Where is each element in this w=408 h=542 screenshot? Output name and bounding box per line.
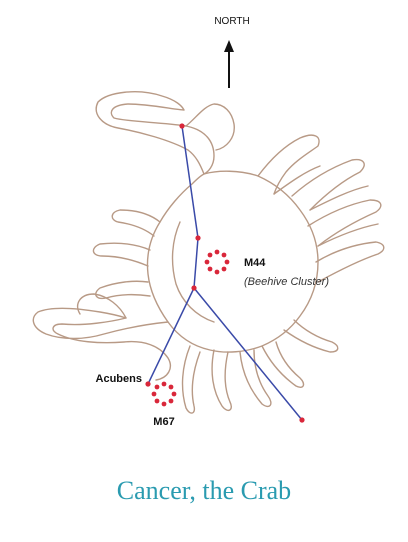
m44-note: (Beehive Cluster) <box>244 276 329 288</box>
crab-outline <box>32 91 385 414</box>
left-leg-3 <box>95 280 151 300</box>
caption-title: Cancer, the Crab <box>116 476 292 505</box>
star-bottom <box>299 417 305 423</box>
top-claw-finger <box>185 103 235 151</box>
north-indicator: NORTH <box>214 16 250 88</box>
left-leg-2 <box>92 242 151 267</box>
right-leg-2 <box>291 158 365 211</box>
bottom-claw <box>32 307 172 381</box>
m67-label: M67 <box>153 416 174 428</box>
right-leg-4 <box>315 241 385 283</box>
line-top-to-upper <box>181 125 199 239</box>
bottom-leg-4 <box>181 345 201 414</box>
bottom-leg-5 <box>283 319 339 353</box>
star-upper <box>195 235 201 241</box>
right-leg-3-inner <box>317 223 379 247</box>
m67-cluster-symbol <box>151 381 177 407</box>
right-leg-1 <box>257 134 320 195</box>
right-leg-2-inner <box>309 185 369 211</box>
bottom-leg-3 <box>261 341 305 388</box>
line-center-to-bottom <box>193 287 303 421</box>
star-center <box>191 285 197 291</box>
bottom-claw-finger <box>76 293 127 319</box>
carapace <box>146 170 319 353</box>
cancer-constellation-diagram: NORTH <box>32 16 385 428</box>
star-top <box>179 123 185 129</box>
star-acubens <box>145 381 151 387</box>
bottom-leg-1 <box>211 349 232 412</box>
m44-label: M44 <box>244 257 266 269</box>
north-arrow-head <box>224 40 234 52</box>
stars <box>145 123 305 423</box>
m44-cluster-symbol <box>204 249 230 275</box>
carapace-inner <box>171 221 215 323</box>
line-center-to-acubens <box>147 287 195 385</box>
right-leg-1-inner <box>273 165 321 195</box>
constellation-lines <box>147 125 303 421</box>
right-leg-3 <box>307 199 382 247</box>
acubens-label: Acubens <box>96 373 142 385</box>
top-claw <box>95 91 215 175</box>
north-label: NORTH <box>214 16 249 27</box>
line-upper-to-center <box>193 237 199 289</box>
left-leg-1 <box>111 209 161 237</box>
bottom-leg-2 <box>239 349 272 408</box>
